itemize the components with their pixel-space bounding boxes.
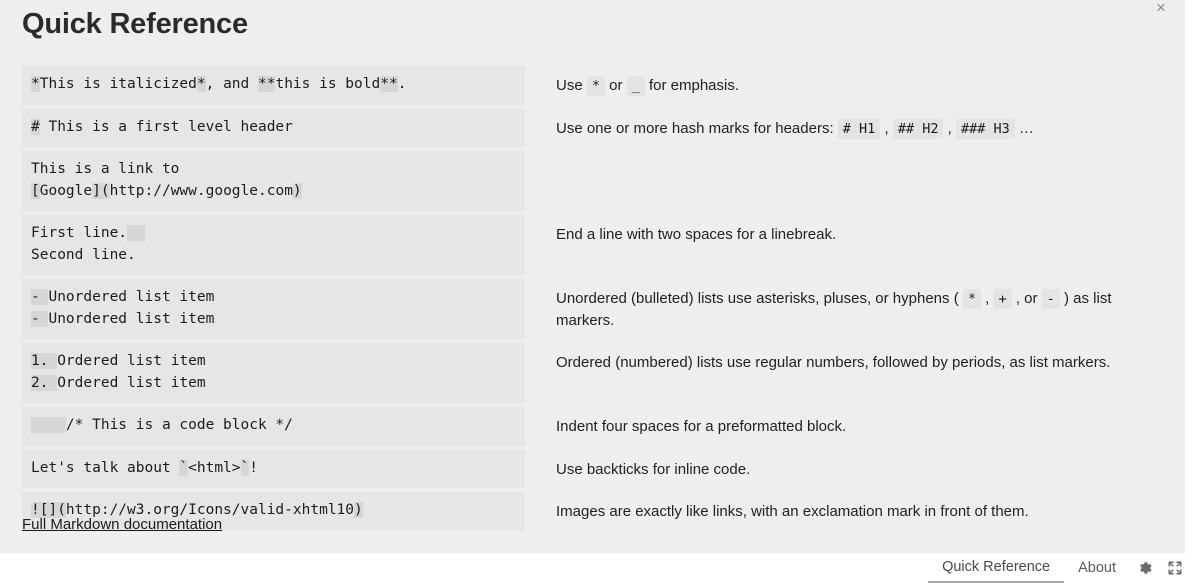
reference-row: Let's talk about `<html>`! Use backticks … — [22, 449, 1162, 488]
markdown-description: Use * or _ for emphasis. — [556, 76, 740, 96]
markdown-example: /* This is a code block */ — [22, 407, 525, 446]
panel-right-gutter — [1185, 0, 1200, 553]
reference-row: This is a link to [Google](http://www.go… — [22, 151, 1162, 211]
markdown-description: Use backticks for inline code. — [556, 460, 751, 478]
markdown-description: Indent four spaces for a preformatted bl… — [556, 418, 847, 435]
tab-quick-reference[interactable]: Quick Reference — [928, 553, 1065, 583]
reference-row: 1. Ordered list item 2. Ordered list ite… — [22, 343, 1162, 403]
markdown-example: # This is a first level header — [22, 108, 525, 147]
reference-row: - Unordered list item - Unordered list i… — [22, 279, 1162, 339]
markdown-description: Images are exactly like links, with an e… — [556, 503, 1029, 520]
reference-table: *This is italicized*, and **this is bold… — [22, 66, 1162, 535]
close-icon[interactable]: × — [1156, 0, 1166, 17]
reference-row: ![](http://w3.org/Icons/valid-xhtml10) Im… — [22, 492, 1162, 531]
markdown-description: Unordered (bulleted) lists use asterisks… — [556, 289, 1112, 329]
reference-row: *This is italicized*, and **this is bold… — [22, 66, 1162, 105]
gear-icon[interactable] — [1130, 553, 1160, 583]
reference-row: First line. Second line. End a line with … — [22, 215, 1162, 275]
full-markdown-documentation-link[interactable]: Full Markdown documentation — [22, 516, 223, 533]
tab-about[interactable]: About — [1078, 560, 1116, 576]
markdown-example: This is a link to [Google](http://www.go… — [22, 151, 525, 211]
bottom-tab-bar: Quick Reference About — [0, 553, 1200, 583]
reference-row: /* This is a code block */ Indent four sp… — [22, 407, 1162, 446]
markdown-example: First line. Second line. — [22, 215, 525, 275]
markdown-description — [525, 151, 1162, 160]
markdown-example: *This is italicized*, and **this is bold… — [22, 66, 525, 105]
markdown-example: ![](http://w3.org/Icons/valid-xhtml10) — [22, 492, 525, 531]
markdown-description: Use one or more hash marks for headers: … — [556, 118, 1034, 139]
tabbar-right-spacer — [1190, 553, 1200, 583]
markdown-example: - Unordered list item - Unordered list i… — [22, 279, 525, 339]
reference-row: # This is a first level header Use one or… — [22, 108, 1162, 147]
markdown-example: Let's talk about `<html>`! — [22, 449, 525, 488]
fullscreen-icon[interactable] — [1160, 553, 1190, 583]
page-title: Quick Reference — [22, 8, 248, 40]
markdown-description: End a line with two spaces for a linebre… — [556, 226, 837, 243]
markdown-example: 1. Ordered list item 2. Ordered list ite… — [22, 343, 525, 403]
markdown-description: Ordered (numbered) lists use regular num… — [556, 354, 1111, 371]
